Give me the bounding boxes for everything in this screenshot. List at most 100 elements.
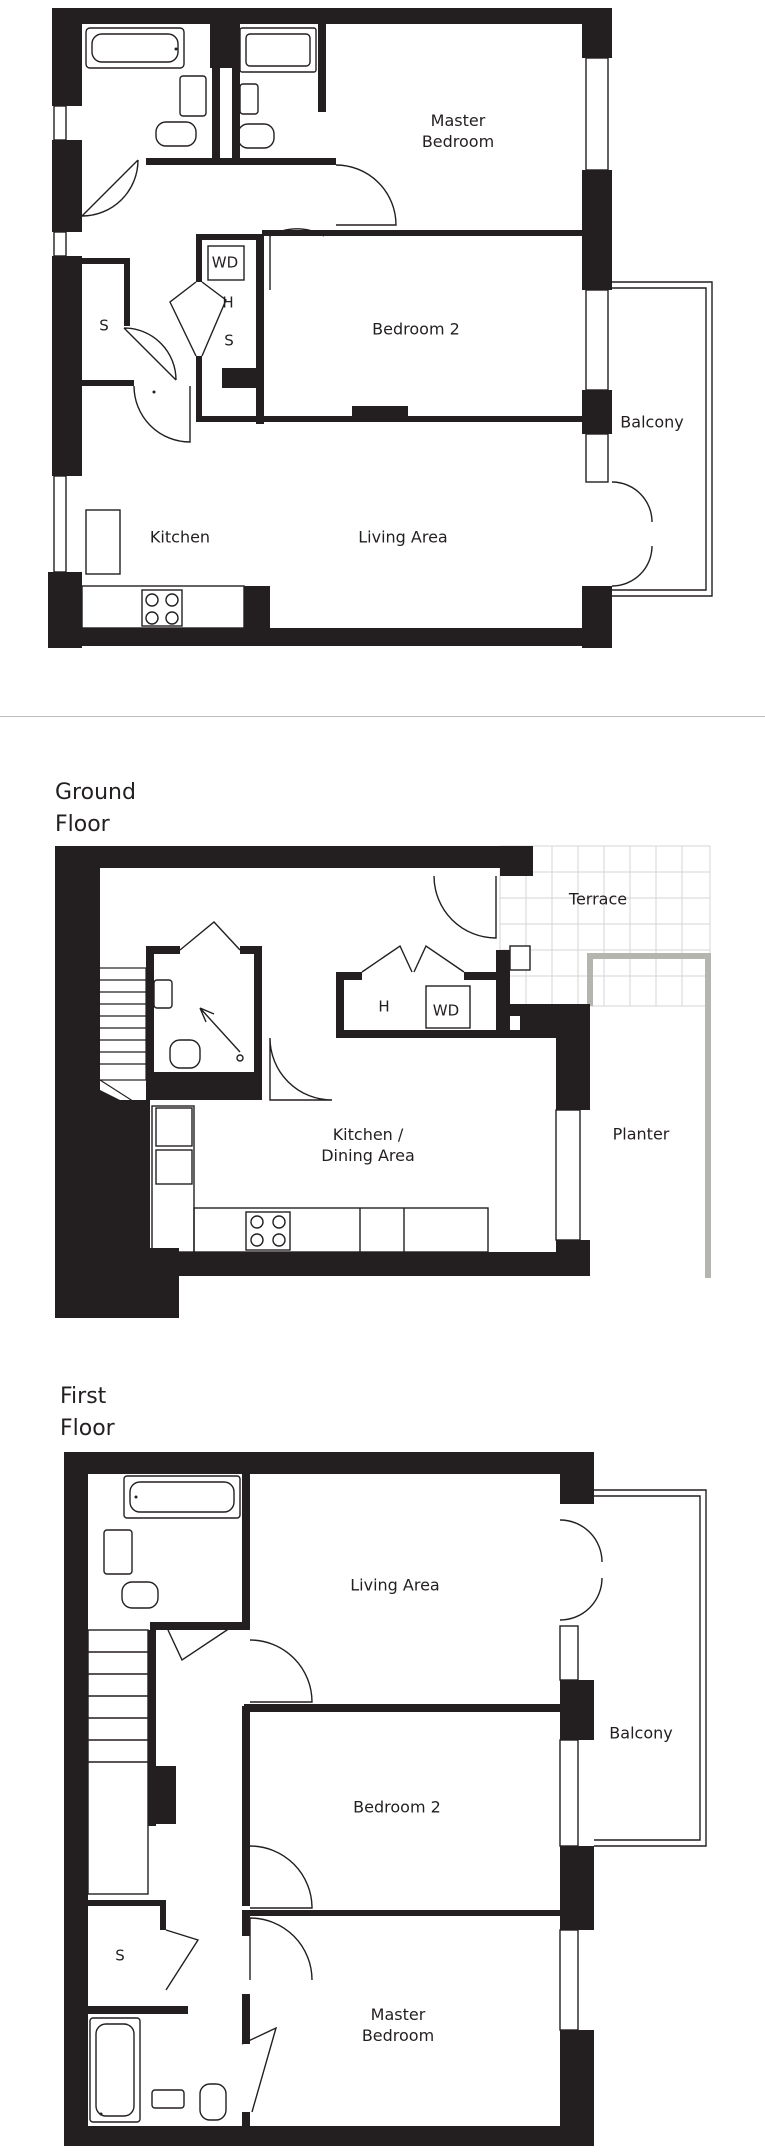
ground-door-kitchen (269, 1037, 333, 1101)
ground-drainer (155, 1149, 193, 1185)
plan1-wall-left-mid (52, 140, 82, 232)
plan1-toilet-2 (237, 123, 275, 149)
ground-wd-label: WD (432, 1001, 460, 1020)
first-master-left (242, 1994, 250, 2044)
plan1-door-bed2 (269, 228, 325, 290)
plan1-window-left-1 (53, 105, 67, 141)
plan1-bedroom-2-label: Bedroom 2 (372, 319, 460, 339)
first-store-right (160, 1900, 166, 1930)
ground-sink (155, 1107, 193, 1147)
plan1-master-bedroom-label: Master Bedroom (421, 111, 495, 151)
ground-door-cupboard (361, 944, 465, 973)
ground-stairs (79, 967, 147, 1081)
plan1-living-area-label: Living Area (358, 527, 448, 547)
plan1-wd-label: WD (211, 253, 239, 272)
plan1-bathtub-2 (239, 27, 317, 73)
first-balcony-label: Balcony (609, 1723, 673, 1743)
section-divider (0, 716, 765, 717)
ground-shower (199, 1007, 241, 1053)
plan1-wall-right-low (582, 390, 612, 434)
plan1-balcony-outline (612, 281, 713, 597)
plan1-store-bottom (82, 380, 134, 386)
first-master-bedroom-label: Master Bedroom (361, 2005, 435, 2045)
plan1-cupboard-top (196, 234, 262, 240)
plan1-bed2-closet (352, 406, 408, 418)
ground-cupboard-bottom (336, 1030, 556, 1038)
plan1-bath-divider-low (212, 64, 220, 160)
plan1-bath-partition (232, 24, 240, 160)
ground-terrace-label: Terrace (568, 889, 628, 909)
first-wall-right-low (560, 1846, 594, 1930)
plan1-window-right-2 (585, 289, 609, 391)
first-bedroom-2-label: Bedroom 2 (353, 1797, 441, 1817)
plan1-bath-bottom-wall (146, 158, 336, 165)
first-door-master (249, 1917, 313, 1981)
first-door-bed2 (249, 1845, 313, 1909)
ground-worktop (151, 1105, 195, 1253)
ground-cupboard-left (336, 972, 344, 1036)
ground-floor-plan (55, 845, 711, 1318)
ground-hob (245, 1211, 291, 1251)
first-ensuite-bath (89, 2017, 141, 2123)
plan1-hall-top-wall (82, 258, 128, 264)
ground-window-terrace (509, 945, 531, 971)
first-ensuite-toilet (199, 2083, 227, 2121)
first-door-store (165, 1929, 200, 1991)
first-floor-title: First Floor (60, 1384, 115, 1441)
ground-wall-bottom (150, 1252, 590, 1276)
plan1-sink-kitchen (85, 509, 121, 575)
ground-wall-right (556, 1010, 590, 1110)
plan1-cupboard-right (256, 234, 264, 424)
first-window-right-2 (559, 1739, 579, 1847)
plan1-wall-left-top (52, 8, 82, 106)
ground-door-wc (179, 921, 241, 951)
plan1-toilet-1 (155, 121, 197, 147)
ground-cupboard-top (336, 972, 362, 980)
ground-wall-right-low (556, 1240, 590, 1276)
plan1-master-bottom-wall (262, 230, 582, 236)
ground-cupboard-top-r (464, 972, 504, 980)
first-wall-right-top (560, 1452, 594, 1504)
plan-1-floorplan (48, 8, 713, 648)
plan1-door-living (133, 385, 191, 443)
ground-door-entry (433, 875, 497, 939)
plan1-wall-left-low (52, 256, 82, 476)
plan1-wd-box (207, 245, 245, 281)
plan1-cupboard-left-low (196, 356, 202, 422)
first-living-bottom (244, 1704, 560, 1712)
plan1-sink-2 (239, 83, 259, 115)
plan1-wall-bottom (48, 628, 612, 646)
first-bed2-left (242, 1916, 250, 1936)
plan1-door-cupboard (169, 281, 227, 357)
plan1-window-left-2 (53, 231, 67, 257)
first-balcony-outline (594, 1489, 707, 1847)
ground-planter-label: Planter (612, 1124, 670, 1144)
ground-wc-top (146, 946, 180, 954)
ground-h-label: H (378, 997, 390, 1016)
first-wall-right-mid (560, 1680, 594, 1740)
plan1-s-cupboard-label: S (224, 331, 234, 350)
ground-wall-stair-side (79, 868, 150, 1248)
first-bathtub (123, 1475, 241, 1519)
ground-wall-top-right (500, 846, 533, 876)
first-wall-left (64, 1452, 88, 2144)
first-wall-top (64, 1452, 594, 1474)
plan1-door-balcony (611, 481, 653, 587)
first-wall-bottom (64, 2126, 594, 2146)
plan1-door-hall (81, 159, 139, 217)
ground-wc-right (254, 948, 262, 1100)
first-store-top (88, 1900, 166, 1906)
plan1-door-store (123, 327, 177, 381)
plan1-sink-1 (179, 75, 207, 117)
ground-wall-left (55, 846, 79, 1318)
first-s-label: S (115, 1946, 125, 1965)
plan1-wall-right-top (582, 8, 612, 58)
ground-wc-top-r (240, 946, 262, 954)
plan1-s-store-label: S (99, 316, 109, 335)
ground-planter-outline (587, 953, 711, 1278)
first-bed2-bottom (242, 1910, 560, 1916)
first-toilet (121, 1581, 159, 1609)
ground-wc-bottom (146, 1072, 262, 1100)
plan1-balcony-label: Balcony (620, 412, 684, 432)
plan1-kitchen-label: Kitchen (149, 527, 211, 547)
